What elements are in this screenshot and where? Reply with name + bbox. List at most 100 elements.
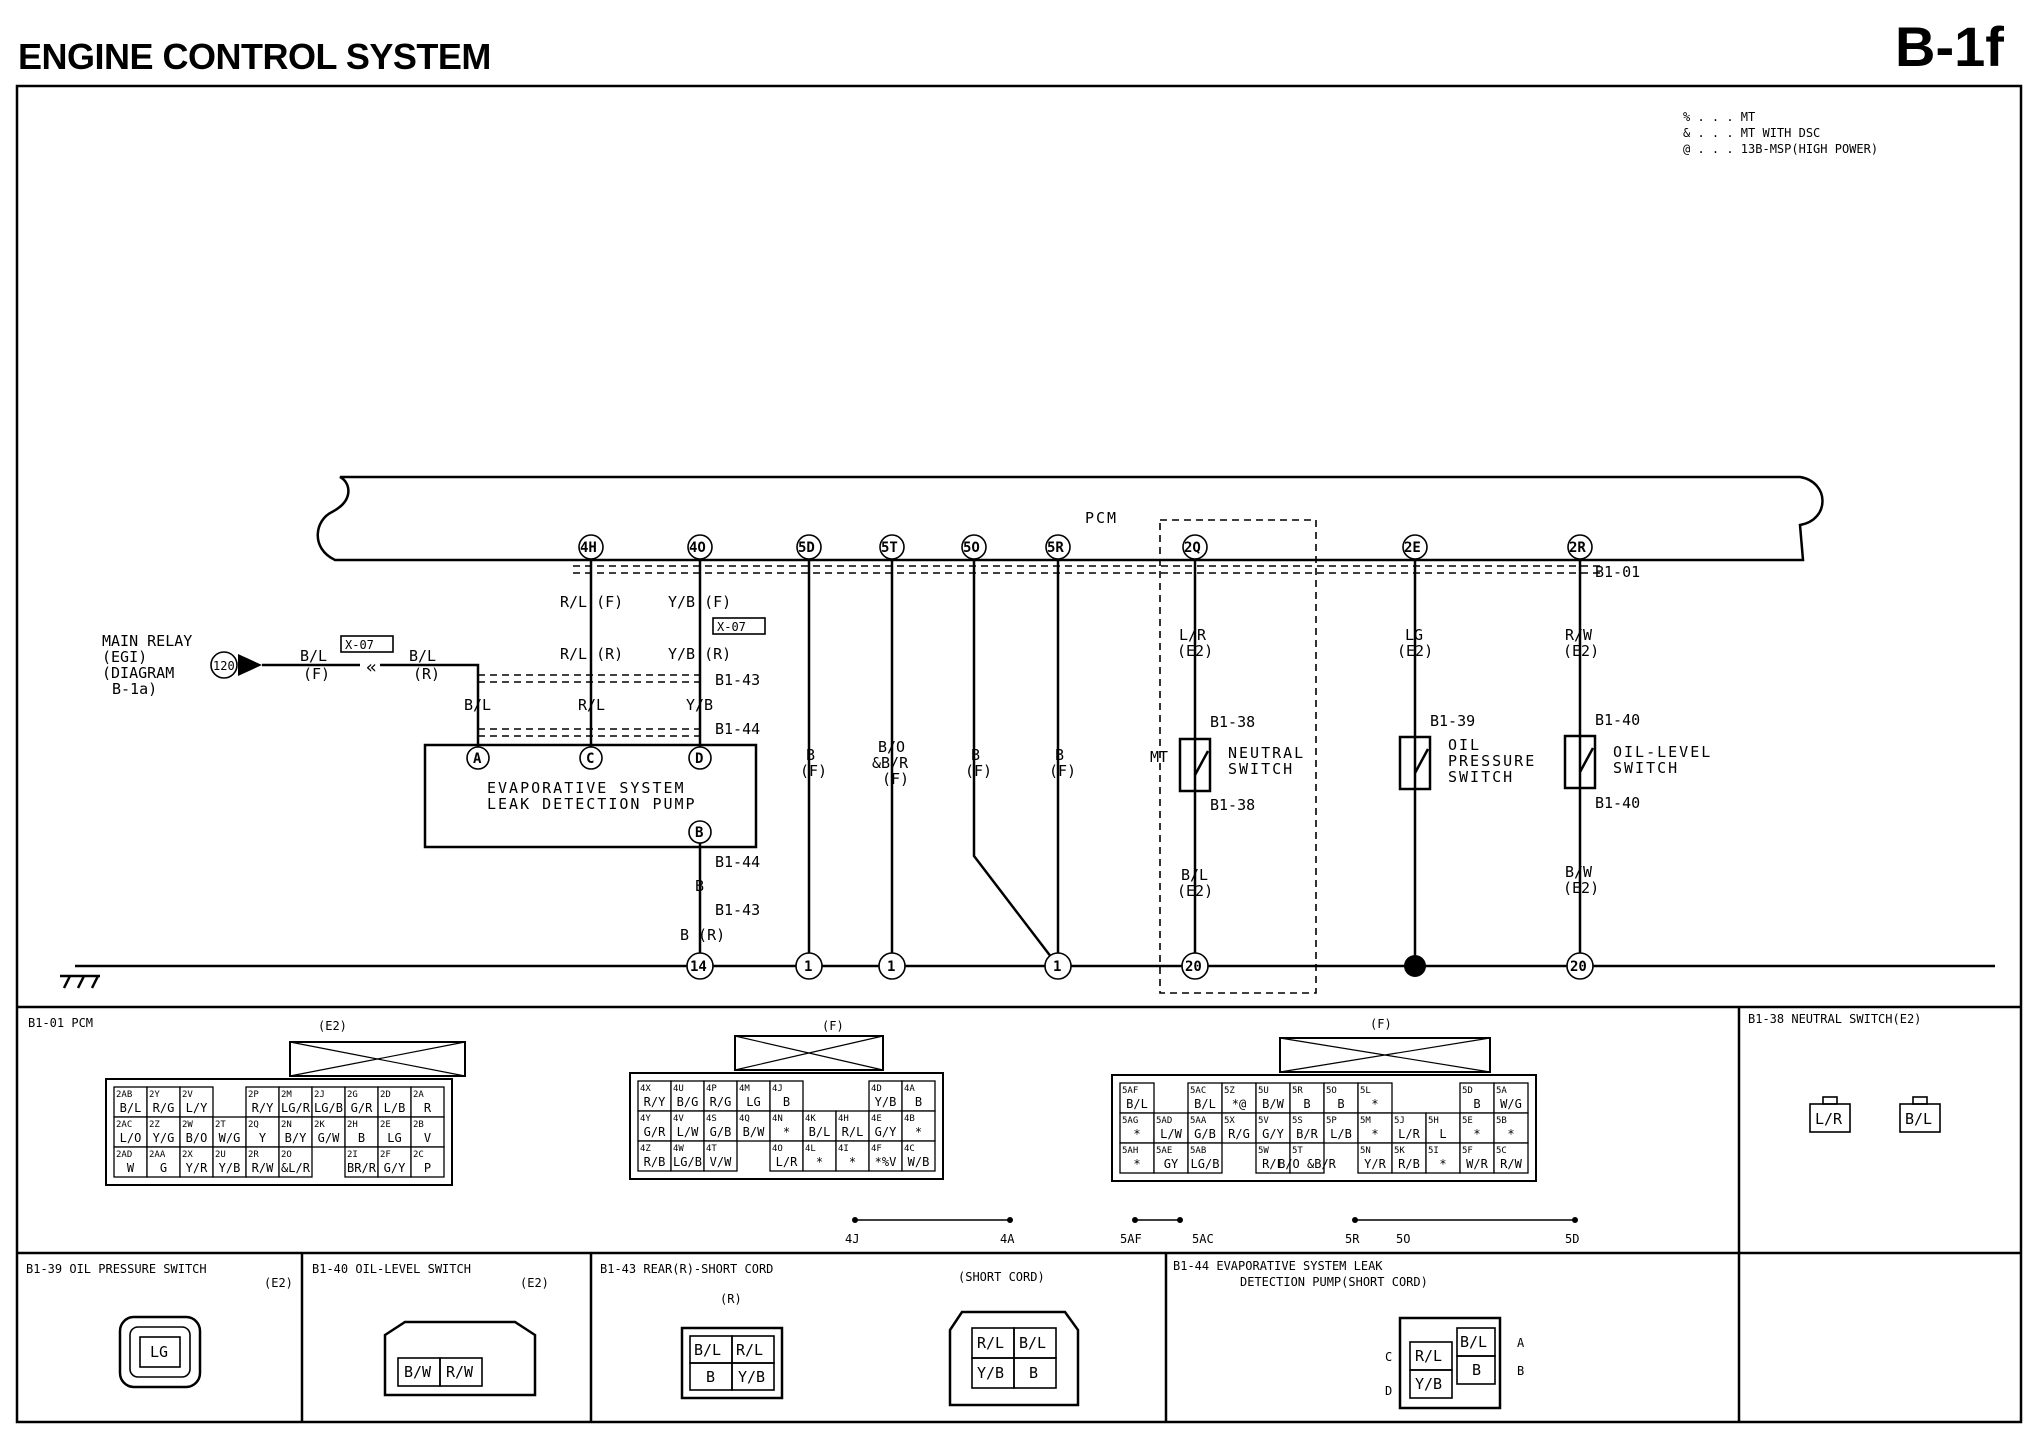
- pin-number: 4Z: [640, 1144, 651, 1154]
- pcm-pin: 4O: [687, 534, 713, 560]
- pin-number: 5AH: [1122, 1146, 1138, 1156]
- wire-color: B/W: [743, 1125, 765, 1139]
- connector-label: B1-40: [1595, 794, 1640, 812]
- wire-color: R/W: [1500, 1157, 1522, 1171]
- wire-label: (E2): [1563, 642, 1599, 660]
- wire-color: GY: [1164, 1157, 1179, 1171]
- pin-number: 4L: [805, 1144, 816, 1154]
- wire-color: W/B: [908, 1155, 930, 1169]
- wire-label: (E2): [1177, 882, 1213, 900]
- wire-label: B/W: [1565, 863, 1593, 881]
- wire-color: LG/B: [314, 1101, 343, 1115]
- pin-cell: 2VL/Y: [179, 1086, 214, 1118]
- switch-label: SWITCH: [1448, 768, 1514, 786]
- pin-cell: 5NY/R: [1357, 1142, 1393, 1174]
- pin-cell: 5L*: [1357, 1082, 1393, 1114]
- wire-color: R/L: [842, 1125, 864, 1139]
- terminal-label: Y/B: [1415, 1375, 1442, 1393]
- pin-cell: 4VL/W: [670, 1110, 705, 1142]
- main-relay-ref: [210, 651, 238, 679]
- wire-color: L: [1439, 1127, 1446, 1141]
- wire-label: (F): [882, 770, 909, 788]
- ground-ref: 1: [887, 959, 895, 975]
- wire-label: B (R): [680, 926, 725, 944]
- ground-ref: 14: [690, 959, 707, 975]
- wire-color: B: [358, 1131, 365, 1145]
- wire-color: *: [783, 1125, 790, 1139]
- ground-ref: 20: [1570, 959, 1587, 975]
- pump-pin: D: [695, 751, 703, 767]
- terminal-label: R/L: [977, 1334, 1004, 1352]
- wire-label: (F): [800, 762, 827, 780]
- pin-range-label: 5AF: [1120, 1232, 1142, 1246]
- pin-number: 2B: [413, 1120, 424, 1130]
- wire-color: G/R: [644, 1125, 666, 1139]
- main-relay-label: B-1a): [112, 680, 157, 698]
- pin-number: 5U: [1258, 1086, 1269, 1096]
- wire-color: G/Y: [1262, 1127, 1284, 1141]
- pin-cell: 2DL/B: [377, 1086, 412, 1118]
- pin-number: 5M: [1360, 1116, 1371, 1126]
- switch-label: PRESSURE: [1448, 752, 1536, 770]
- connector-label: B1-43: [715, 671, 760, 689]
- terminal-label: B: [1472, 1361, 1481, 1379]
- wire-color: Y/B: [875, 1095, 897, 1109]
- pin-cell: 5B*: [1493, 1112, 1529, 1144]
- pin-number: 4S: [706, 1114, 717, 1124]
- pin-number: 4J: [772, 1084, 783, 1094]
- wire-label: L/R: [1179, 626, 1207, 644]
- wire-color: *: [1133, 1157, 1140, 1171]
- wire-color: B: [1337, 1097, 1344, 1111]
- pin-number: 2H: [347, 1120, 358, 1130]
- wire-color: V/W: [710, 1155, 732, 1169]
- wire-color: B/O &B/R: [1278, 1157, 1337, 1171]
- pin-cell: 5AG*: [1119, 1112, 1155, 1144]
- pin-cell: 5RB: [1289, 1082, 1325, 1114]
- connector-icon: [383, 1320, 537, 1397]
- pin-number: 2Y: [149, 1090, 160, 1100]
- wire-color: V: [424, 1131, 431, 1145]
- pin-number: 2O: [281, 1150, 292, 1160]
- wire-color: W/G: [219, 1131, 241, 1145]
- switch-label: OIL-LEVEL: [1613, 743, 1712, 761]
- connector-label: B1-44: [715, 720, 760, 738]
- wire-color: *: [915, 1125, 922, 1139]
- panel-subtitle: (E2): [264, 1276, 293, 1290]
- pcm-pin: 5D: [796, 534, 822, 560]
- pcm-pin: 5R: [1045, 534, 1071, 560]
- pin-cell: 5KR/B: [1391, 1142, 1427, 1174]
- pin-number: 2W: [182, 1120, 193, 1130]
- pin-number: 5F: [1462, 1146, 1473, 1156]
- pcm-connector-e2: 2ABB/L2YR/G2VL/Y2PR/Y2MLG/R2JLG/B2GG/R2D…: [105, 1041, 466, 1186]
- pin-number: 4X: [640, 1084, 651, 1094]
- pin-number: 4T: [706, 1144, 717, 1154]
- pin-letter: D: [1385, 1384, 1392, 1398]
- pin-cell: 5VG/Y: [1255, 1112, 1291, 1144]
- pin-cell: 5WR/L: [1255, 1142, 1291, 1174]
- pin-cell: 4CW/B: [901, 1140, 936, 1172]
- pin-number: 5H: [1428, 1116, 1439, 1126]
- pin-number: 5J: [1394, 1116, 1405, 1126]
- pin-cell: 5SB/R: [1289, 1112, 1325, 1144]
- wire-color: R/B: [1398, 1157, 1420, 1171]
- pin-letter: C: [1385, 1350, 1392, 1364]
- diagram-frame: [15, 84, 2023, 1424]
- terminal-label: B/W: [404, 1363, 432, 1381]
- pin-number: 5D: [1462, 1086, 1473, 1096]
- pin-number: 2D: [380, 1090, 391, 1100]
- pcm-pin: 5O: [961, 534, 987, 560]
- panel-title: B1-43 REAR(R)-SHORT CORD: [600, 1262, 773, 1276]
- pin-cell: 4QB/W: [736, 1110, 771, 1142]
- svg-text:2Q: 2Q: [1184, 540, 1201, 556]
- switch-label: NEUTRAL: [1228, 744, 1305, 762]
- panel-title: B1-39 OIL PRESSURE SWITCH: [26, 1262, 207, 1276]
- wire-color: G/R: [351, 1101, 373, 1115]
- wire-color: G/W: [318, 1131, 340, 1145]
- main-relay-label: (EGI): [102, 648, 147, 666]
- pin-number: 4F: [871, 1144, 882, 1154]
- pin-cell: 5DB: [1459, 1082, 1495, 1114]
